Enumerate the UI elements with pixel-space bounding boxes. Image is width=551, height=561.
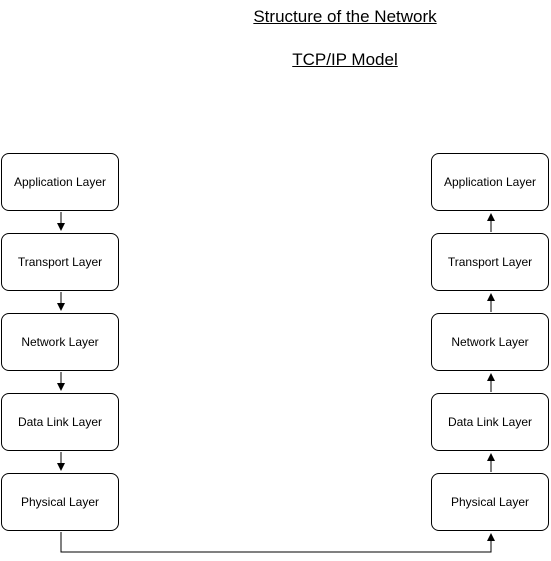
sender-data-link-layer: Data Link Layer <box>1 393 119 451</box>
sender-physical-layer: Physical Layer <box>1 473 119 531</box>
diagram-title: Structure of the Network <box>253 7 437 26</box>
receiver-physical-layer: Physical Layer <box>431 473 549 531</box>
sender-network-layer: Network Layer <box>1 313 119 371</box>
sender-application-layer: Application Layer <box>1 153 119 211</box>
receiver-transport-layer: Transport Layer <box>431 233 549 291</box>
physical-link-arrow <box>60 532 495 553</box>
sender-transport-layer: Transport Layer <box>1 233 119 291</box>
receiver-application-layer: Application Layer <box>431 153 549 211</box>
receiver-data-link-layer: Data Link Layer <box>431 393 549 451</box>
diagram-subtitle: TCP/IP Model <box>292 50 398 69</box>
receiver-network-layer: Network Layer <box>431 313 549 371</box>
